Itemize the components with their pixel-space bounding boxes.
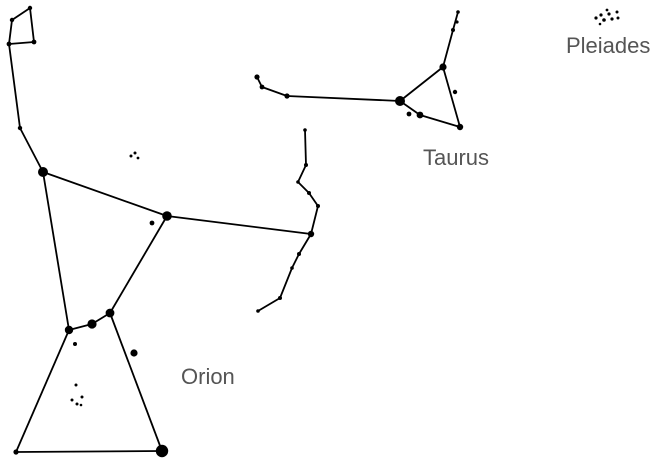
constellation-line [167, 216, 311, 234]
star [65, 326, 73, 334]
constellation-line [9, 8, 34, 44]
star [130, 155, 133, 158]
star [10, 18, 14, 22]
star [71, 399, 74, 402]
pleiades-label: Pleiades [566, 33, 650, 59]
star [32, 40, 37, 45]
constellation-line [16, 451, 162, 452]
star [307, 191, 311, 195]
star [297, 252, 301, 256]
star [256, 309, 260, 313]
stars [7, 6, 620, 457]
star [156, 445, 168, 457]
star [456, 10, 460, 14]
star [455, 20, 458, 23]
constellation-line [110, 313, 162, 451]
star [7, 42, 12, 47]
star [296, 180, 300, 184]
star [260, 85, 265, 90]
star [81, 396, 84, 399]
star [594, 16, 597, 19]
orion-label: Orion [181, 364, 235, 390]
star [18, 126, 22, 130]
star [87, 319, 96, 328]
star [38, 167, 48, 177]
star [451, 28, 455, 32]
star [602, 18, 606, 22]
star [303, 128, 307, 132]
constellation-line [43, 172, 167, 216]
star [278, 296, 282, 300]
constellation-line [258, 130, 318, 311]
star [453, 90, 457, 94]
star [304, 163, 308, 167]
constellation-line [257, 77, 400, 101]
constellation-line [16, 330, 69, 452]
constellation-line [110, 216, 167, 313]
star [75, 384, 78, 387]
constellation-line [400, 67, 460, 127]
star [610, 17, 613, 20]
star [73, 342, 77, 346]
star [617, 17, 620, 20]
star [616, 11, 619, 14]
star [134, 152, 137, 155]
star [137, 157, 140, 160]
star [439, 63, 446, 70]
star [254, 74, 259, 79]
star [606, 9, 609, 12]
star [284, 93, 289, 98]
star [395, 96, 405, 106]
star [457, 124, 463, 130]
star [599, 23, 602, 26]
star [150, 221, 155, 226]
star [106, 309, 115, 318]
star [130, 349, 137, 356]
taurus-label: Taurus [423, 145, 489, 171]
star [599, 13, 602, 16]
star [76, 403, 79, 406]
star [13, 449, 18, 454]
star [28, 6, 32, 10]
constellation-line [9, 44, 43, 172]
star [80, 404, 83, 407]
constellation-line [43, 172, 69, 330]
star [290, 266, 294, 270]
star [417, 112, 424, 119]
star [407, 112, 412, 117]
star [607, 12, 610, 15]
star [316, 204, 320, 208]
star [162, 211, 172, 221]
constellation-line [443, 12, 458, 67]
star [308, 231, 314, 237]
